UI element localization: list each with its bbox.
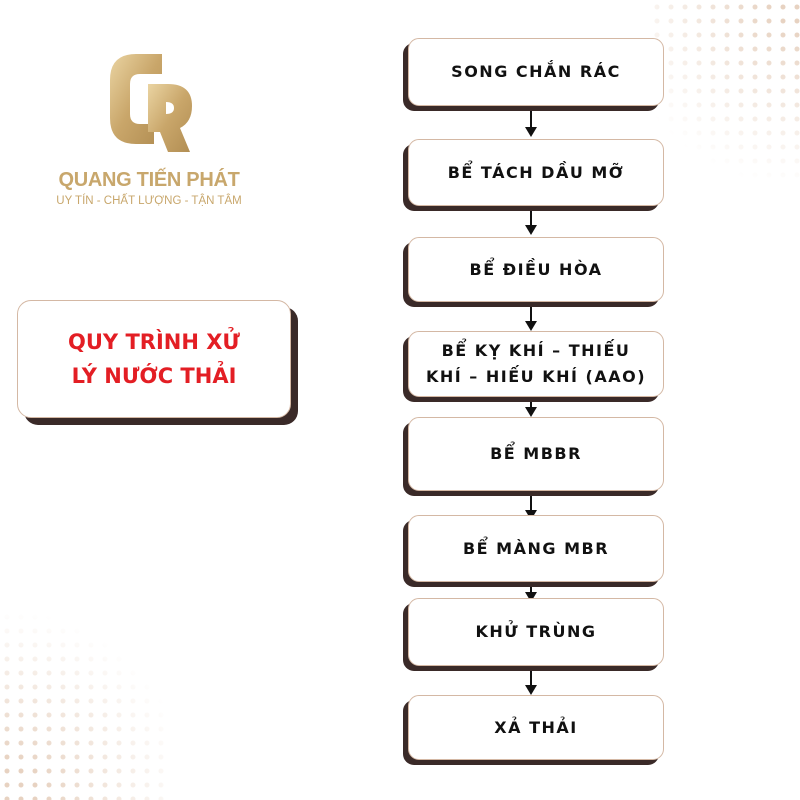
flow-connector (530, 206, 532, 226)
flow-step-label: BỂ ĐIỀU HÒA (469, 259, 603, 279)
flow-connector (530, 582, 532, 593)
flow-step-be-mbbr: BỂ MBBR (408, 417, 664, 491)
flow-step-label: BỂ KỴ KHÍ – THIẾU (441, 341, 631, 360)
arrow-down-icon (525, 685, 537, 695)
arrow-down-icon (525, 321, 537, 331)
flow-step-label: KHỬ TRÙNG (475, 622, 597, 641)
flow-connector (530, 666, 532, 686)
flow-step-song-chan-rac: SONG CHẮN RÁC (408, 38, 664, 106)
flow-step-label: BỂ MBBR (490, 444, 582, 463)
flow-step-xa-thai: XẢ THẢI (408, 695, 664, 760)
flow-connector (530, 397, 532, 408)
process-title-line-2: LÝ NƯỚC THẢI (71, 364, 237, 388)
flow-step-khu-trung: KHỬ TRÙNG (408, 598, 664, 666)
brand-logo: QUANG TIẾN PHÁT UY TÍN - CHẤT LƯỢNG - TẬ… (40, 48, 260, 218)
flow-step-be-tach-dau-mo: BỂ TÁCH DẦU MỠ (408, 139, 664, 206)
flow-step-be-aao: BỂ KỴ KHÍ – THIẾU KHÍ – HIẾU KHÍ (AAO) (408, 331, 664, 397)
brand-tagline: UY TÍN - CHẤT LƯỢNG - TẬN TÂM (56, 195, 242, 207)
decorative-dot-pattern (0, 610, 170, 800)
flow-step-label: SONG CHẮN RÁC (451, 62, 621, 81)
flow-step-label: BỂ MÀNG MBR (462, 538, 610, 558)
process-title-line-1: QUY TRÌNH XỬ (68, 330, 240, 354)
arrow-down-icon (525, 407, 537, 417)
arrow-down-icon (525, 225, 537, 235)
flow-step-label: BỂ TÁCH DẦU MỠ (447, 162, 625, 182)
arrow-down-icon (525, 127, 537, 137)
flow-step-label: KHÍ – HIẾU KHÍ (AAO) (425, 367, 647, 386)
flow-step-label: XẢ THẢI (494, 717, 578, 737)
arrow-down-icon (525, 592, 537, 602)
decorative-dot-pattern (650, 0, 800, 200)
flow-step-be-mang-mbr: BỂ MÀNG MBR (408, 515, 664, 582)
flow-connector (530, 491, 532, 511)
flow-connector (530, 106, 532, 128)
flow-step-be-dieu-hoa: BỂ ĐIỀU HÒA (408, 237, 664, 302)
flow-connector (530, 302, 532, 322)
brand-name: QUANG TIẾN PHÁT (58, 169, 240, 191)
process-title-card: QUY TRÌNH XỬ LÝ NƯỚC THẢI (17, 300, 291, 418)
qtp-monogram-logo-icon (110, 54, 192, 152)
